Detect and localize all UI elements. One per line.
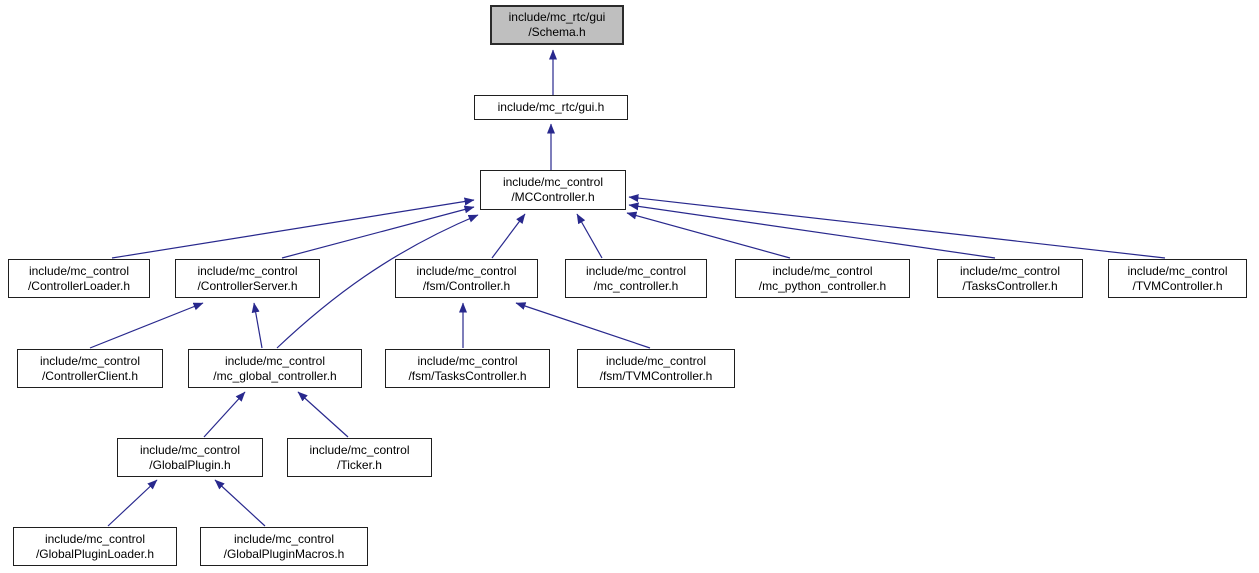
node-mccontroller-h[interactable]: include/mc_control /MCController.h [480,170,626,210]
node-controllerclient-h[interactable]: include/mc_control /ControllerClient.h [17,349,163,388]
node-label: /fsm/Controller.h [422,278,511,293]
node-label: include/mc_control [585,263,687,278]
node-label: /ControllerClient.h [41,368,139,383]
node-label: /fsm/TVMController.h [599,368,713,383]
node-label: /GlobalPluginMacros.h [223,546,345,561]
node-label: include/mc_control [39,353,141,368]
node-label: /TVMController.h [1132,278,1223,293]
node-label: include/mc_control [959,263,1061,278]
node-label: include/mc_control [197,263,298,278]
node-fsm-controller-h[interactable]: include/mc_control /fsm/Controller.h [395,259,538,298]
node-fsm-taskscontroller-h[interactable]: include/mc_control /fsm/TasksController.… [385,349,550,388]
node-controllerloader-h[interactable]: include/mc_control /ControllerLoader.h [8,259,150,298]
edge-fsm-controller-to-mccontroller [491,213,526,259]
node-schema-h: include/mc_rtc/gui /Schema.h [490,5,624,45]
node-label: include/mc_control [139,442,241,457]
node-label: /Ticker.h [337,457,382,472]
edge-ticker-to-mc-global [297,391,349,438]
node-label: include/mc_control [416,263,517,278]
node-tvmcontroller-h[interactable]: include/mc_control /TVMController.h [1108,259,1247,298]
node-gui-h[interactable]: include/mc_rtc/gui.h [474,95,628,120]
edge-controllerloader-to-mccontroller [111,197,475,259]
node-globalplugin-h[interactable]: include/mc_control /GlobalPlugin.h [117,438,263,477]
edge-globalpluginloader-to-globalplugin [107,479,158,527]
node-label: /TasksController.h [962,278,1058,293]
edge-globalpluginmacros-to-globalplugin [214,479,266,527]
node-label: include/mc_control [233,531,335,546]
node-label: include/mc_rtc/gui.h [497,100,605,114]
node-controllerserver-h[interactable]: include/mc_control /ControllerServer.h [175,259,320,298]
node-label: include/mc_control [224,353,326,368]
node-label: /Schema.h [528,25,586,39]
node-label: /mc_python_controller.h [758,278,887,293]
edge-controllerclient-to-controllerserver [89,302,204,349]
node-globalpluginloader-h[interactable]: include/mc_control /GlobalPluginLoader.h [13,527,177,566]
node-label: include/mc_control [417,353,518,368]
node-label: include/mc_control [605,353,707,368]
edge-fsm-tvm-to-fsm-controller [515,302,651,349]
edge-controllerserver-to-mccontroller [281,205,475,259]
node-label: /fsm/TasksController.h [408,368,527,383]
node-ticker-h[interactable]: include/mc_control /Ticker.h [287,438,432,477]
edge-tvmcontroller-to-mccontroller [628,194,1166,259]
node-label: /ControllerLoader.h [27,278,131,293]
edge-mc-global-to-mccontroller [276,214,479,349]
node-fsm-tvmcontroller-h[interactable]: include/mc_control /fsm/TVMController.h [577,349,735,388]
node-label: /MCController.h [511,190,595,204]
edge-globalplugin-to-mc-global [203,391,246,438]
node-label: include/mc_control [502,175,604,189]
node-label: /GlobalPlugin.h [149,457,231,472]
edge-taskscontroller-to-mccontroller [628,202,996,259]
node-label: include/mc_control [28,263,130,278]
node-label: include/mc_rtc/gui [508,10,606,24]
node-label: include/mc_control [44,531,146,546]
node-mc-global-controller-h[interactable]: include/mc_control /mc_global_controller… [188,349,362,388]
node-label: include/mc_control [1127,263,1228,278]
node-taskscontroller-h[interactable]: include/mc_control /TasksController.h [937,259,1083,298]
node-mc-controller-h[interactable]: include/mc_control /mc_controller.h [565,259,707,298]
node-label: include/mc_control [772,263,873,278]
node-label: /ControllerServer.h [197,278,298,293]
node-label: /GlobalPluginLoader.h [35,546,155,561]
edge-mc-python-to-mccontroller [626,211,791,259]
node-globalpluginmacros-h[interactable]: include/mc_control /GlobalPluginMacros.h [200,527,368,566]
node-label: /mc_controller.h [593,278,679,293]
edge-mc-controller-to-mccontroller [576,213,603,259]
node-label: /mc_global_controller.h [213,368,337,383]
node-label: include/mc_control [309,442,410,457]
edge-mc-global-to-controllerserver [251,302,263,349]
node-mc-python-controller-h[interactable]: include/mc_control /mc_python_controller… [735,259,910,298]
